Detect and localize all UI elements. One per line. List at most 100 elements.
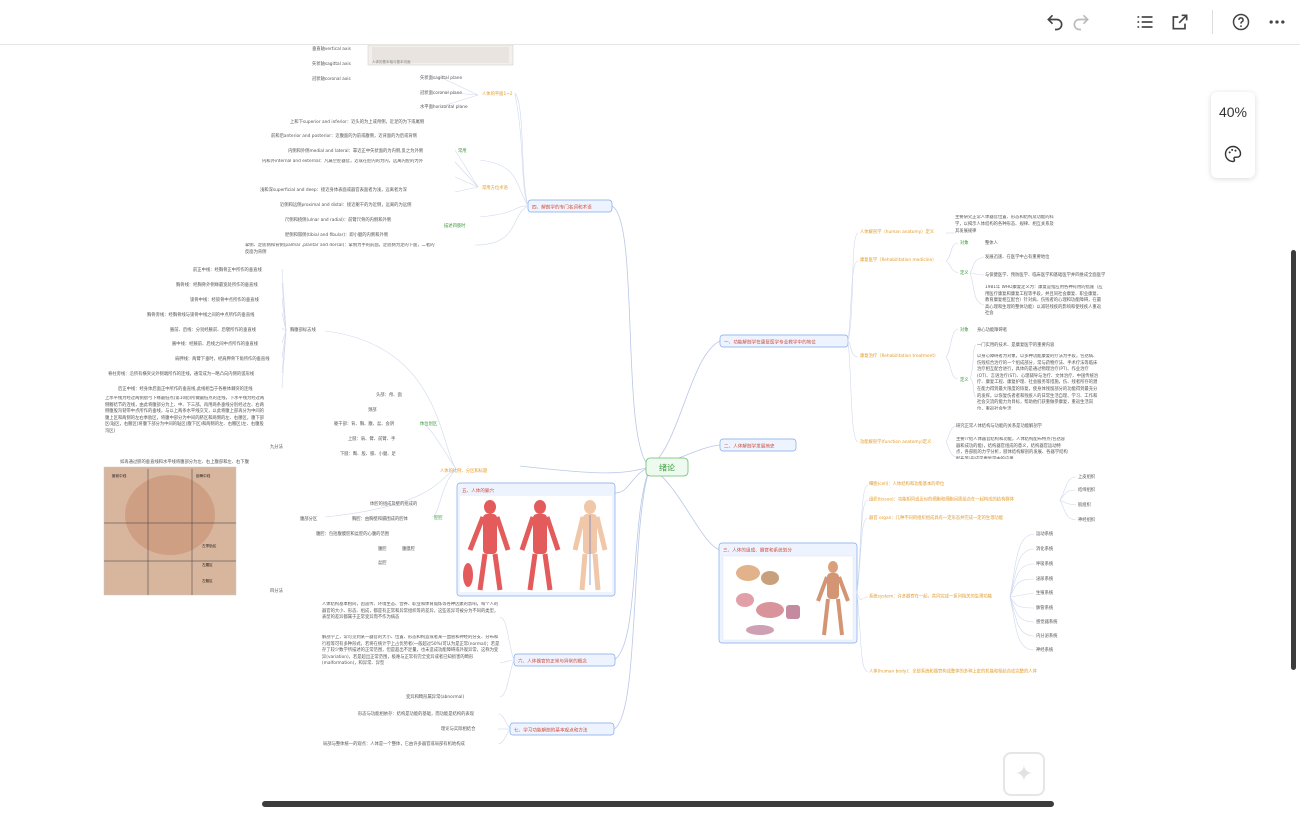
n3-system-item: 泌尿系统 [1036, 575, 1054, 582]
n6-intro: 人体结构基本相同，因遗传、环境生态、营养、职业和体育锻炼等各种因素的影响，每个人… [322, 602, 499, 621]
n3-system: 系统system：许多器官在一起，共同完成一系列相关的生理功能 [869, 593, 993, 600]
n1-therapy-def1: 一门实用的技术、是康复医学的重要内容 [977, 341, 1055, 348]
n4-branches [439, 76, 529, 246]
cavity-1: 体腔的组成及壁的组成的 [370, 500, 417, 507]
n1-rehab-def3: 1981年 WHO康复定义为：康复是指应用各种有用的措施（应用医疗康复和康复工程… [985, 285, 1103, 317]
mindmap-canvas[interactable]: 绪论 一、功能解剖学在康复医学专业教学中的地位 人体解剖学（human anat… [0, 45, 1300, 813]
n3-system-item: 脉管系统 [1036, 604, 1054, 611]
node-n7[interactable]: 七、学习功能解剖的基本观点和方法 [509, 722, 615, 736]
line-item: 锁骨中线：经锁骨中点所作的垂直线 [190, 296, 259, 303]
n3-system-item: 运动系统 [1036, 530, 1054, 537]
n1-rehab-object-k: 对象 [960, 239, 969, 246]
outline-list-icon[interactable] [1133, 10, 1157, 34]
n3-tissue-type: 神经组织 [1078, 516, 1096, 523]
n7-branches [497, 713, 511, 745]
plane-sagittal: 矢状面sagittal plane [420, 74, 463, 81]
n3-system-item: 感觉器系统 [1036, 618, 1058, 625]
n3-tissue-type: 上皮组织 [1078, 473, 1096, 480]
node-n3[interactable]: 三、人体的组成、器官和系统划分 [718, 542, 858, 644]
photo-label: 左髂区 [202, 578, 213, 583]
n6-normal: 解剖学上，常可见到某一器官的大小、位置、形态和构造或者某一血管和神经的分支、分布… [322, 635, 500, 667]
plane-horizontal: 水平面horizontal plane [420, 103, 468, 110]
n1-therapy-def2: 以身心障碍者为对象，以多种功能康复的疗法为手段，包括病、伤残综合治疗的一个组成部… [977, 354, 1099, 410]
body-head: 头部：颅、面 [376, 391, 402, 398]
rel-ulnar: 尺侧和桡侧(ulnar and radial)：前臂尺骨的内侧和外侧 [285, 216, 391, 223]
share-export-icon[interactable] [1168, 10, 1192, 34]
n1-rehab-def2: 与保健医学、预防医学、临床医学和基础医学并四维成全面医学 [985, 271, 1106, 278]
more-icon[interactable] [1265, 10, 1289, 34]
rel-label: 常用方位术语 [482, 184, 508, 191]
rel-anterior: 前和后anterior and posterior：近腹面的为前或腹侧，近背面的… [271, 132, 417, 139]
photo-label: 腋前中线 [112, 473, 127, 478]
n3-system-item: 内分泌系统 [1036, 632, 1058, 639]
zoom-panel: 40% [1211, 92, 1255, 178]
node-n2[interactable]: 二、人体解剖学发展简史 [719, 438, 797, 452]
node-n7-title: 七、学习功能解剖的基本观点和方法 [514, 726, 588, 733]
n6-branches [499, 616, 515, 698]
lines-label: 胸腹部标志线 [290, 326, 316, 333]
n7-v3: 局部与整体统一的观点：人体是一个整体，它由许多器官或局部有机地构成 [323, 740, 465, 747]
center-node[interactable]: 绪论 [645, 457, 689, 477]
regions-label: 腹部分区 [300, 515, 318, 522]
body-sub-label: 体位划区 [420, 420, 438, 427]
axes-illustration[interactable]: 人体的基本轴与基本切面 [367, 45, 514, 66]
n3-tissue-type: 结缔组织 [1078, 486, 1096, 493]
node-n6[interactable]: 六、人体器官的正常与异常的概念 [513, 653, 616, 667]
node-n5-title: 五、人体的腧穴 [462, 487, 495, 494]
redo-icon[interactable] [1069, 10, 1093, 34]
photo-label: 左季肋区 [202, 543, 217, 548]
rel-superior: 上和下superior and inferior：近头的为上或颅侧，近足的为下或… [290, 118, 424, 125]
horizontal-scrollbar[interactable] [262, 801, 1054, 807]
top-toolbar [0, 0, 1300, 45]
n1-therapy-label: 康复治疗（Rehabilitation treatment） [860, 352, 938, 359]
line-item: 后正中线：经身体后面正中所作的垂直线,此线相当于各椎体棘突的连线 [118, 385, 253, 392]
n5-branches [281, 268, 457, 518]
node-n6-title: 六、人体器官的正常与异常的概念 [518, 657, 587, 664]
abdomen-photo[interactable]: 腋前中线 锁骨中线 左季肋区 左腰区 左髂区 [103, 466, 237, 596]
body-trunk: 躯干部：背、胸、腹、盆、会阴 [334, 420, 394, 427]
cavity-label: 腔腔 [434, 514, 443, 521]
n1-rehab-object-v: 整体人 [985, 239, 999, 246]
n3-cell: 细胞(cell)：人体结构和功能基本的单位 [869, 480, 945, 487]
n7-v2: 理论与实际相结合 [441, 725, 476, 732]
plane-coronal: 冠状面coronal plane [420, 89, 462, 96]
node-n1[interactable]: 一、功能解剖学在康复医学专业教学中的地位 [719, 334, 849, 348]
cavity-4: 腹腔 [378, 545, 387, 552]
n7-v1: 形态与功能相依存：结构是功能的基础，而功能是结构的表现 [358, 710, 475, 717]
axes-caption: 人体的基本轴与基本切面 [372, 59, 411, 64]
cavity-2: 胸腔：由胸壁和膈围成的腔体 [352, 515, 409, 522]
n3-branches [856, 476, 1077, 673]
body-parts-label: 人体的比例、分区和标题 [440, 467, 488, 474]
node-n4[interactable]: 四、解剖学的专门名词和术语 [527, 199, 613, 213]
n1-rehab-label: 康复医学（Rehabilitation medicine） [860, 256, 936, 263]
line-item: 前正中线：经胸骨正中所作的垂直线 [193, 266, 262, 273]
axis-sagittal: 矢状轴sagittal axis [312, 60, 352, 67]
node-n3-title: 三、人体的组成、器官和系统划分 [723, 547, 792, 554]
nine-def: 上水平线为经过两侧肋弓下缘最低点(第10肋)所做最低点的连线，下水平线为经过两侧… [105, 396, 265, 434]
node-n5[interactable]: 五、人体的腧穴 [456, 482, 616, 597]
n1-therapy-def-k: 定义 [960, 376, 969, 383]
vertical-scrollbar[interactable] [1291, 250, 1296, 670]
rel-superficial: 浅和深superficial and deep：接近身体表面或器官表面者为浅，远… [260, 186, 408, 193]
main-connectors [519, 205, 721, 730]
toolbar-divider [1212, 10, 1213, 34]
four-label: 四分法 [270, 587, 284, 594]
photo-label: 左腰区 [202, 562, 213, 567]
rel-basic: 常用 [458, 147, 467, 154]
axis-coronal: 冠状轴coronal axis [312, 75, 351, 82]
n1-branches [847, 232, 985, 458]
line-item: 胸骨旁线：经胸骨线与锁骨中线之间的中点所作的垂直线 [147, 311, 255, 318]
line-item: 脊柱旁线：沿所有横突尖外侧端所作的连线，通常成为一略凸向内侧的弧形线 [108, 370, 255, 377]
cavity-5: 盆腔 [378, 559, 387, 566]
rel-palmar: 掌侧、足底侧和背侧(palmar ,plantar and dorsal)：掌侧… [245, 243, 435, 255]
rel-internal: 内和外internal and external：凡属空腔器官，近或在腔内的为内… [262, 159, 423, 164]
help-icon[interactable] [1229, 10, 1253, 34]
palette-icon[interactable] [1223, 144, 1243, 164]
undo-icon[interactable] [1043, 10, 1067, 34]
acupoint-illustration [460, 496, 612, 592]
line-item: 腋中线：经腋前、后线之间中点所作的垂直线 [172, 340, 259, 347]
n3-system-item: 神经系统 [1036, 646, 1054, 653]
body-lower: 下肢：臀、股、膝、小腿、足 [340, 450, 397, 457]
body-neck: 颈部 [368, 406, 377, 413]
zoom-level[interactable]: 40% [1218, 104, 1248, 120]
